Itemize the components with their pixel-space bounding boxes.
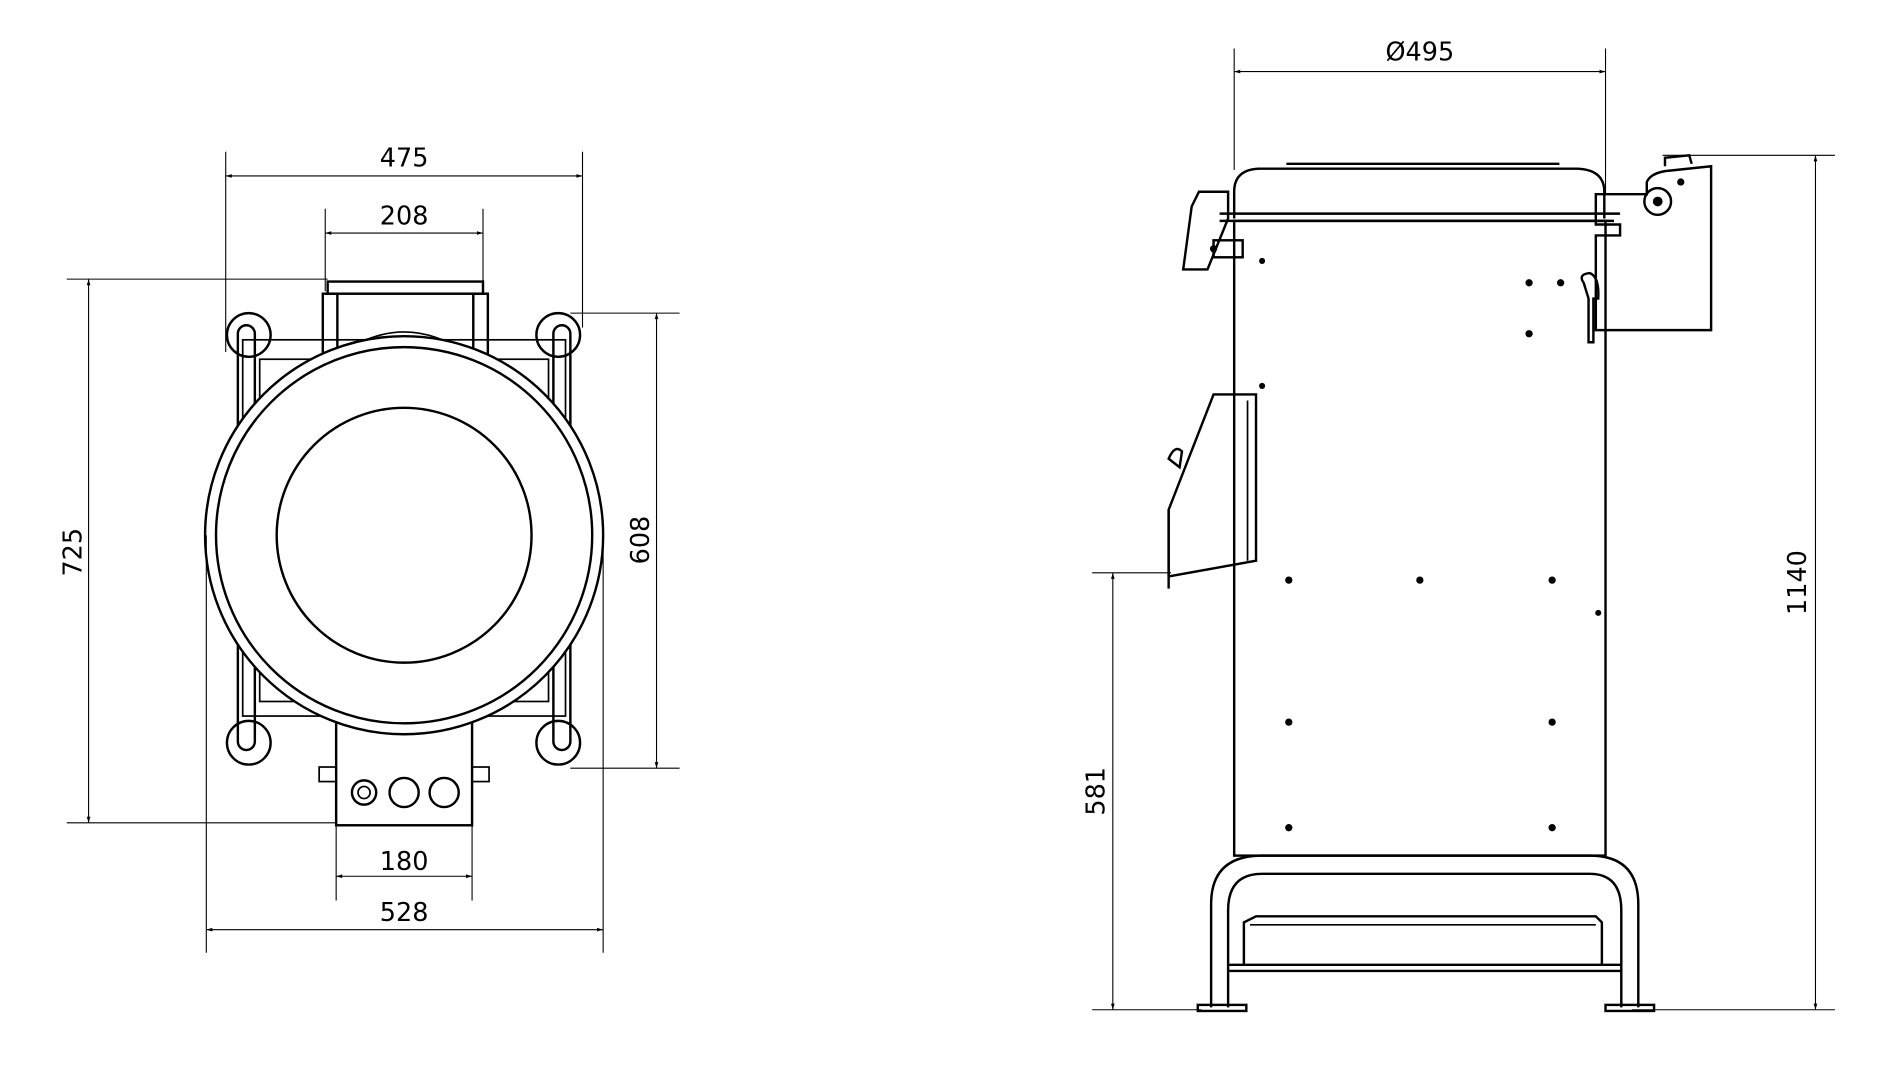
dim-label-208: 208 (380, 202, 429, 232)
drum-outer (203, 334, 605, 736)
dimension-528: 528 (205, 535, 604, 953)
dimension-180: 180 (335, 825, 473, 901)
base-frame (1196, 854, 1656, 1013)
dim-label-495: Ø495 (1386, 38, 1455, 68)
dimension-208: 208 (324, 202, 484, 292)
drum-body (1232, 219, 1607, 857)
drum-opening (275, 406, 533, 664)
body-rivets (1259, 257, 1602, 832)
dim-label-581: 581 (1081, 767, 1111, 816)
dim-label-528: 528 (380, 898, 429, 928)
lid (1232, 167, 1606, 219)
dimension-475: 475 (225, 143, 584, 352)
discharge-chute (1167, 393, 1258, 589)
tray (1242, 915, 1604, 965)
side-view: Ø495 1140 581 (1081, 38, 1835, 1013)
dimension-581: 581 (1081, 572, 1202, 1011)
dim-label-725: 725 (58, 528, 88, 577)
dim-label-1140: 1140 (1783, 550, 1813, 615)
dim-label-608: 608 (626, 516, 656, 565)
left-hinge (1181, 190, 1244, 271)
drum-rim (214, 345, 594, 725)
dim-label-180: 180 (380, 847, 429, 877)
dim-label-475: 475 (380, 143, 429, 173)
top-view: 475 208 725 608 180 528 (58, 143, 680, 953)
feet (225, 311, 582, 766)
dimension-1140: 1140 (1632, 154, 1835, 1011)
dimension-diameter-495: Ø495 (1233, 38, 1607, 195)
control-box-side (1580, 154, 1713, 344)
dimension-725: 725 (58, 278, 338, 824)
dimension-608: 608 (570, 312, 680, 769)
